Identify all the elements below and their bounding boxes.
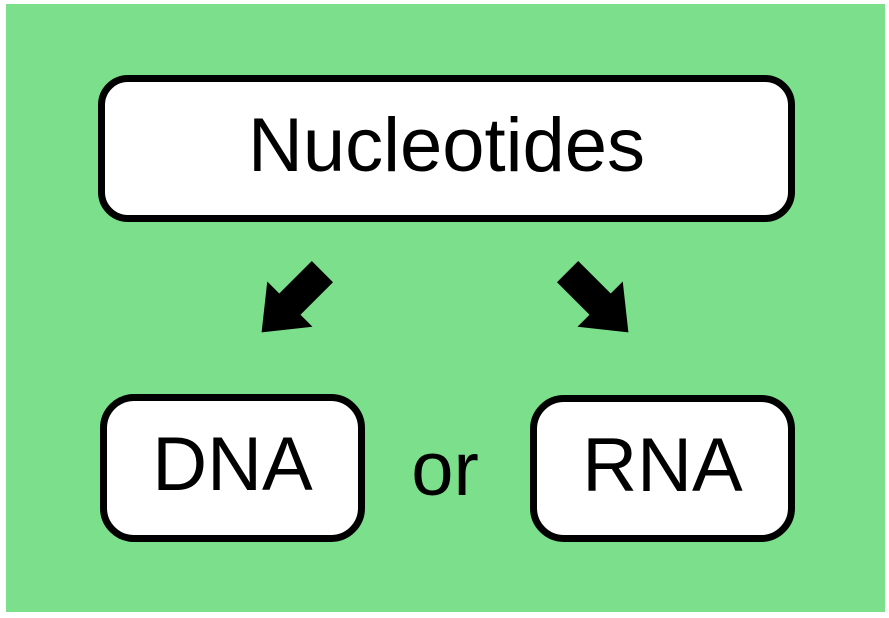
arrow-down-right-icon <box>556 260 629 333</box>
dna-label: DNA <box>152 422 313 507</box>
or-label: or <box>411 427 479 512</box>
dna-box: DNA <box>100 394 365 542</box>
arrow-down-right-shape <box>556 260 629 333</box>
arrow-down-left-shape <box>261 260 334 333</box>
nucleotides-box: Nucleotides <box>98 75 795 222</box>
nucleotides-label: Nucleotides <box>247 102 646 188</box>
rna-box: RNA <box>530 395 795 542</box>
arrow-down-left-icon <box>261 260 334 333</box>
rna-label: RNA <box>582 422 743 508</box>
